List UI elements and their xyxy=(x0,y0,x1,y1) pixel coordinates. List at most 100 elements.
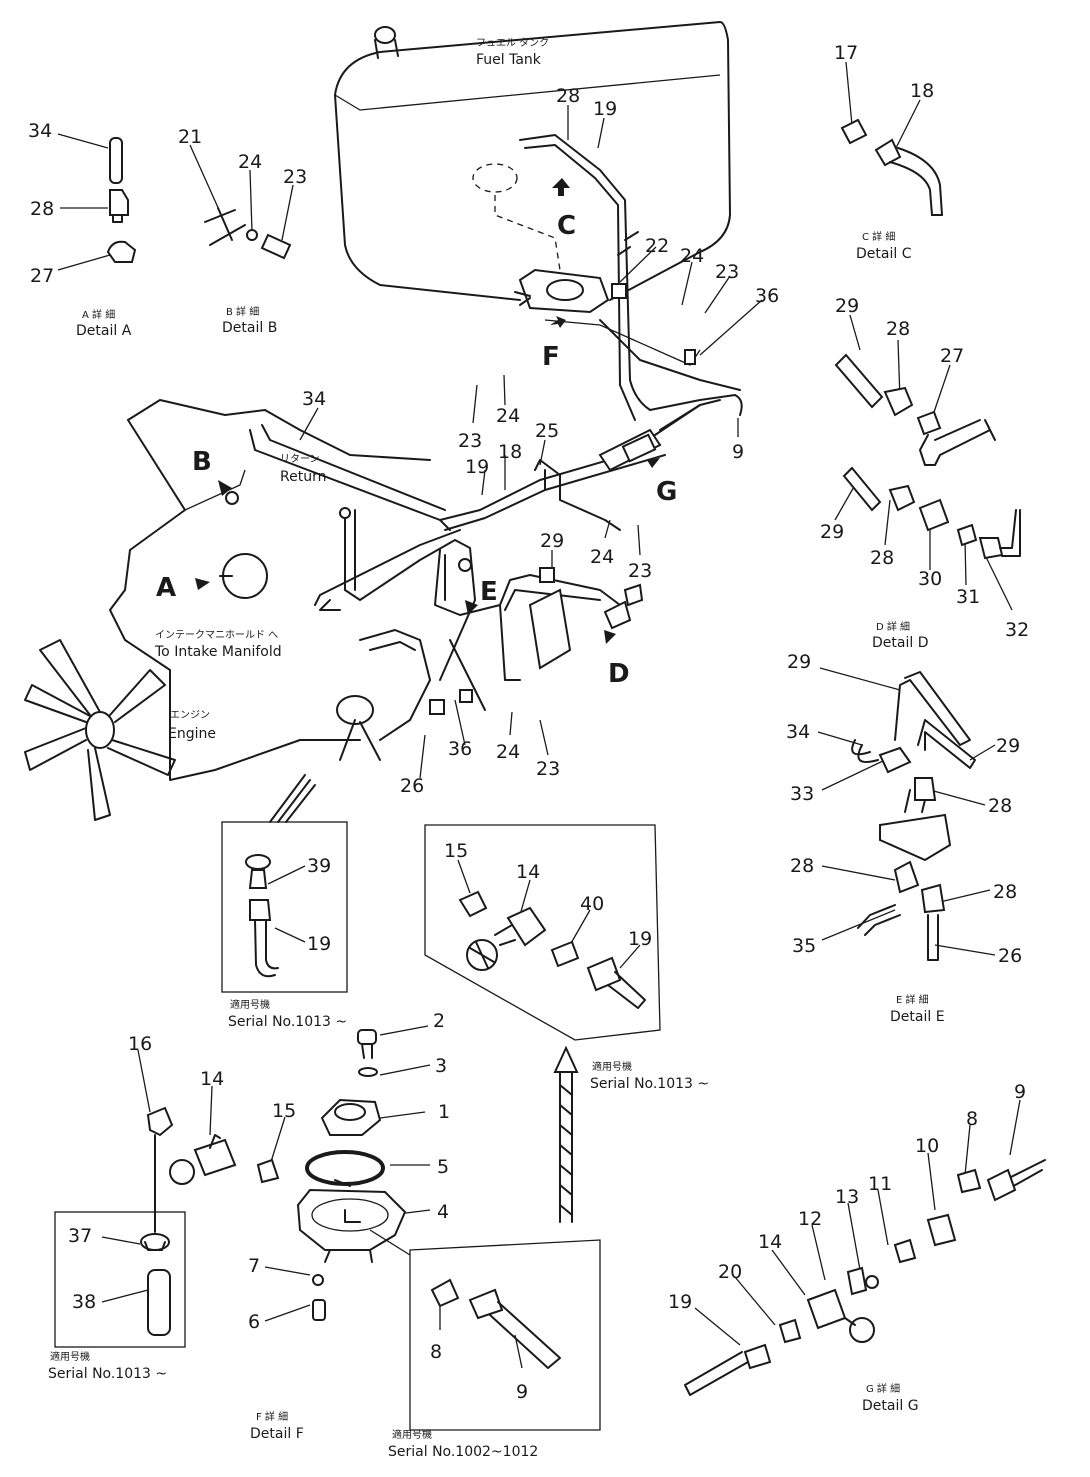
serial-box-1-pointer xyxy=(269,774,316,823)
callout: 30 xyxy=(918,568,942,590)
serial-box-2-pointer xyxy=(553,1045,579,1223)
callout: 24 xyxy=(496,741,520,763)
callout: 28 xyxy=(870,547,894,569)
detail-e-caption: Detail E xyxy=(890,1009,945,1025)
detail-a-caption: Detail A xyxy=(76,323,132,339)
serial-2-caption-jp: 適用号機 xyxy=(592,1060,632,1073)
detail-d-caption-jp: D 詳 細 xyxy=(876,620,910,633)
callout: 28 xyxy=(988,795,1012,817)
intake-label-jp: インテークマニホールド へ xyxy=(155,629,278,641)
serial-box-1 xyxy=(221,821,348,993)
engine-outline xyxy=(109,399,431,781)
callout: 15 xyxy=(272,1100,296,1122)
detail-e-caption-jp: E 詳 細 xyxy=(896,993,929,1006)
view-letter-d: D xyxy=(608,659,630,689)
fuel-tank-label-jp: フュエル タンク xyxy=(476,37,549,49)
callout: 27 xyxy=(940,345,964,367)
callout: 19 xyxy=(628,928,652,950)
callout: 6 xyxy=(248,1311,260,1333)
detail-f-caption: Detail F xyxy=(250,1426,304,1442)
serial-2-caption: Serial No.1013 ~ xyxy=(590,1076,709,1092)
serial-box-3 xyxy=(54,1211,186,1348)
callout: 23 xyxy=(536,758,560,780)
detail-captions: A 詳 細 Detail A B 詳 細 Detail B C 詳 細 Deta… xyxy=(48,230,945,1460)
callout: 18 xyxy=(910,80,934,102)
callout: 9 xyxy=(732,441,744,463)
callout: 39 xyxy=(307,855,331,877)
leader-lines xyxy=(57,61,1021,1369)
callout: 26 xyxy=(400,775,424,797)
callout: 29 xyxy=(787,651,811,673)
detail-d-caption: Detail D xyxy=(872,635,928,651)
callout: 23 xyxy=(628,560,652,582)
detail-e-parts xyxy=(851,671,976,961)
return-label: Return xyxy=(280,469,326,485)
callout: 35 xyxy=(792,935,816,957)
serial-box-4-pointer xyxy=(369,1229,411,1256)
tank-filter-assembly xyxy=(514,268,610,314)
callout: 14 xyxy=(758,1231,782,1253)
callout: 34 xyxy=(302,388,326,410)
callout: 13 xyxy=(835,1186,859,1208)
callout: 24 xyxy=(238,151,262,173)
serial-box-1-parts xyxy=(245,854,279,978)
engine-label-jp: エンジン xyxy=(170,710,210,721)
callout: 22 xyxy=(645,235,669,257)
view-letter-g: G xyxy=(656,477,677,507)
callout: 21 xyxy=(178,126,202,148)
callout: 28 xyxy=(556,85,580,107)
callout: 33 xyxy=(790,783,814,805)
callout: 1 xyxy=(438,1101,450,1123)
callout: 24 xyxy=(680,245,704,267)
view-letter-e: E xyxy=(480,577,498,607)
callout: 40 xyxy=(580,893,604,915)
detail-b-caption: Detail B xyxy=(222,320,277,336)
tank-pipes xyxy=(519,134,743,431)
callout: 23 xyxy=(458,430,482,452)
callout: 14 xyxy=(200,1068,224,1090)
callout: 26 xyxy=(998,945,1022,967)
callout: 11 xyxy=(868,1173,892,1195)
engine-tubing xyxy=(225,424,666,761)
callout: 14 xyxy=(516,861,540,883)
callout: 34 xyxy=(28,120,52,142)
detail-g-caption-jp: G 詳 細 xyxy=(866,1382,900,1395)
callout: 19 xyxy=(465,456,489,478)
callout: 28 xyxy=(790,855,814,877)
callout: 8 xyxy=(966,1108,978,1130)
callout: 23 xyxy=(283,166,307,188)
detail-c-parts xyxy=(840,118,943,216)
serial-3-caption-jp: 適用号機 xyxy=(50,1350,90,1363)
detail-g-pipe-assembly xyxy=(598,399,721,472)
callout: 7 xyxy=(248,1255,260,1277)
callout: 2 xyxy=(433,1010,445,1032)
callout: 29 xyxy=(996,735,1020,757)
serial-3-caption: Serial No.1013 ~ xyxy=(48,1366,167,1382)
callout: 29 xyxy=(540,530,564,552)
engine-fan xyxy=(24,639,176,821)
callout: 28 xyxy=(30,198,54,220)
callout: 36 xyxy=(755,285,779,307)
callout: 19 xyxy=(668,1291,692,1313)
callout: 24 xyxy=(590,546,614,568)
callout: 9 xyxy=(516,1381,528,1403)
callout: 38 xyxy=(72,1291,96,1313)
callout: 24 xyxy=(496,405,520,427)
view-arrows xyxy=(195,178,660,644)
view-letter-b: B xyxy=(192,447,212,477)
callout: 37 xyxy=(68,1225,92,1247)
callout: 19 xyxy=(593,98,617,120)
serial-4-caption: Serial No.1002~1012 xyxy=(388,1444,538,1460)
serial-box-4 xyxy=(409,1239,601,1431)
serial-box-4-parts xyxy=(430,1278,561,1369)
view-letter-a: A xyxy=(156,573,176,603)
serial-box-2 xyxy=(424,824,661,1041)
serial-box-2-parts xyxy=(458,890,646,1009)
callout: 23 xyxy=(715,261,739,283)
callout: 36 xyxy=(448,738,472,760)
callout: 12 xyxy=(798,1208,822,1230)
detail-g-caption: Detail G xyxy=(862,1398,919,1414)
callout: 5 xyxy=(437,1156,449,1178)
